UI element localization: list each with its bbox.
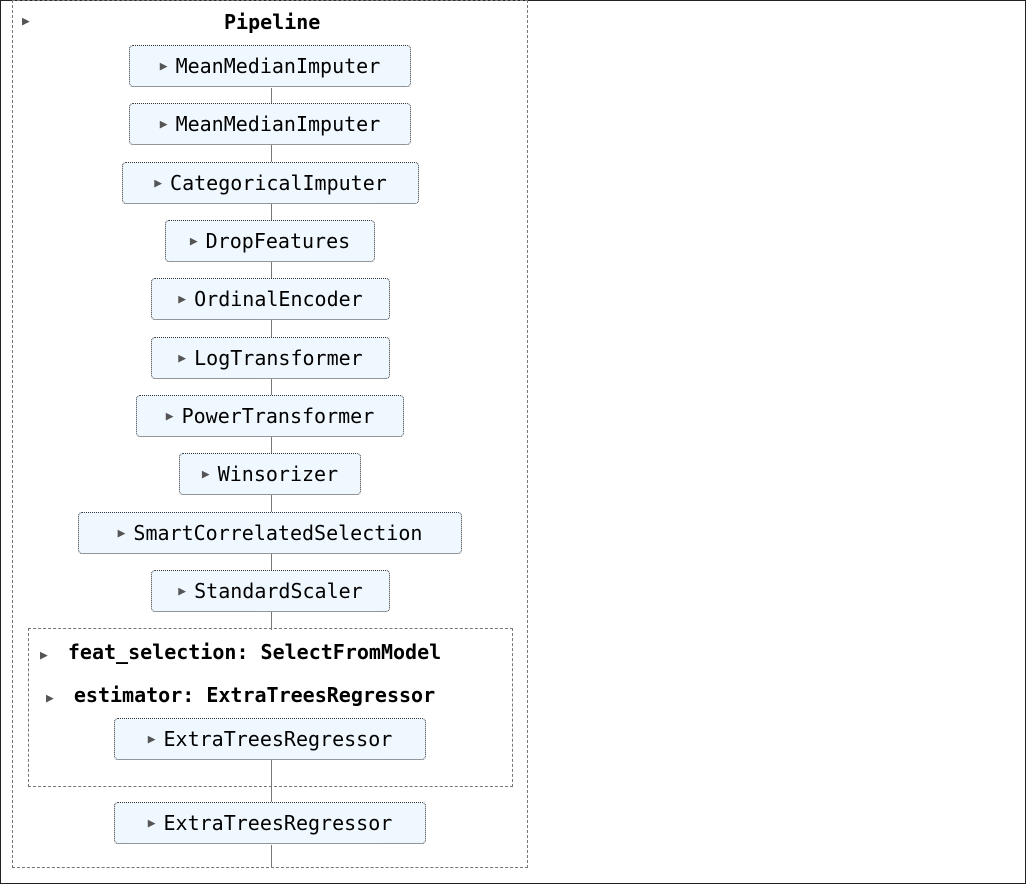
expand-arrow-icon[interactable]: ▶: [22, 14, 30, 29]
expand-arrow-icon: ▶: [147, 815, 156, 831]
connector-line: [271, 845, 272, 867]
expand-arrow-icon: ▶: [40, 648, 48, 663]
pipeline-container: [12, 0, 528, 868]
connector-line: [271, 760, 272, 802]
step-label: CategoricalImputer: [170, 171, 387, 195]
step-categorical-imputer[interactable]: ▶ CategoricalImputer: [122, 162, 419, 204]
expand-arrow-icon: ▶: [201, 466, 210, 482]
expand-arrow-icon: ▶: [178, 291, 187, 307]
step-extra-trees-regressor-estimator[interactable]: ▶ ExtraTreesRegressor: [114, 718, 426, 760]
step-label: OrdinalEncoder: [194, 287, 363, 311]
feat-selection-container: [28, 628, 513, 787]
step-mean-median-imputer-1[interactable]: ▶ MeanMedianImputer: [129, 45, 411, 87]
step-drop-features[interactable]: ▶ DropFeatures: [165, 220, 375, 262]
expand-arrow-icon: ▶: [147, 731, 156, 747]
step-label: LogTransformer: [194, 346, 363, 370]
pipeline-title[interactable]: Pipeline: [224, 10, 321, 34]
step-extra-trees-regressor-final[interactable]: ▶ ExtraTreesRegressor: [114, 802, 426, 844]
expand-arrow-icon: ▶: [178, 583, 187, 599]
step-label: ExtraTreesRegressor: [163, 811, 393, 835]
step-power-transformer[interactable]: ▶ PowerTransformer: [136, 395, 404, 437]
step-label: MeanMedianImputer: [175, 112, 381, 136]
expand-arrow-icon: ▶: [46, 691, 54, 706]
step-log-transformer[interactable]: ▶ LogTransformer: [151, 337, 390, 379]
step-label: Winsorizer: [217, 462, 339, 486]
expand-arrow-icon: ▶: [159, 58, 168, 74]
estimator-label[interactable]: ▶ estimator: ExtraTreesRegressor: [46, 683, 436, 707]
step-label: MeanMedianImputer: [175, 54, 381, 78]
step-label: ExtraTreesRegressor: [163, 727, 393, 751]
step-label: DropFeatures: [205, 229, 351, 253]
step-ordinal-encoder[interactable]: ▶ OrdinalEncoder: [151, 278, 390, 320]
step-smart-correlated-selection[interactable]: ▶ SmartCorrelatedSelection: [78, 512, 462, 554]
feat-selection-label[interactable]: ▶ feat_selection: SelectFromModel: [40, 640, 442, 664]
step-standard-scaler[interactable]: ▶ StandardScaler: [151, 570, 390, 612]
step-label: SmartCorrelatedSelection: [133, 521, 423, 545]
expand-arrow-icon: ▶: [165, 408, 174, 424]
step-winsorizer[interactable]: ▶ Winsorizer: [179, 453, 361, 495]
expand-arrow-icon: ▶: [154, 175, 163, 191]
step-label: PowerTransformer: [181, 404, 375, 428]
expand-arrow-icon: ▶: [159, 116, 168, 132]
expand-arrow-icon: ▶: [117, 525, 126, 541]
expand-arrow-icon: ▶: [178, 350, 187, 366]
expand-arrow-icon: ▶: [189, 233, 198, 249]
step-mean-median-imputer-2[interactable]: ▶ MeanMedianImputer: [129, 103, 411, 145]
step-label: StandardScaler: [194, 579, 363, 603]
